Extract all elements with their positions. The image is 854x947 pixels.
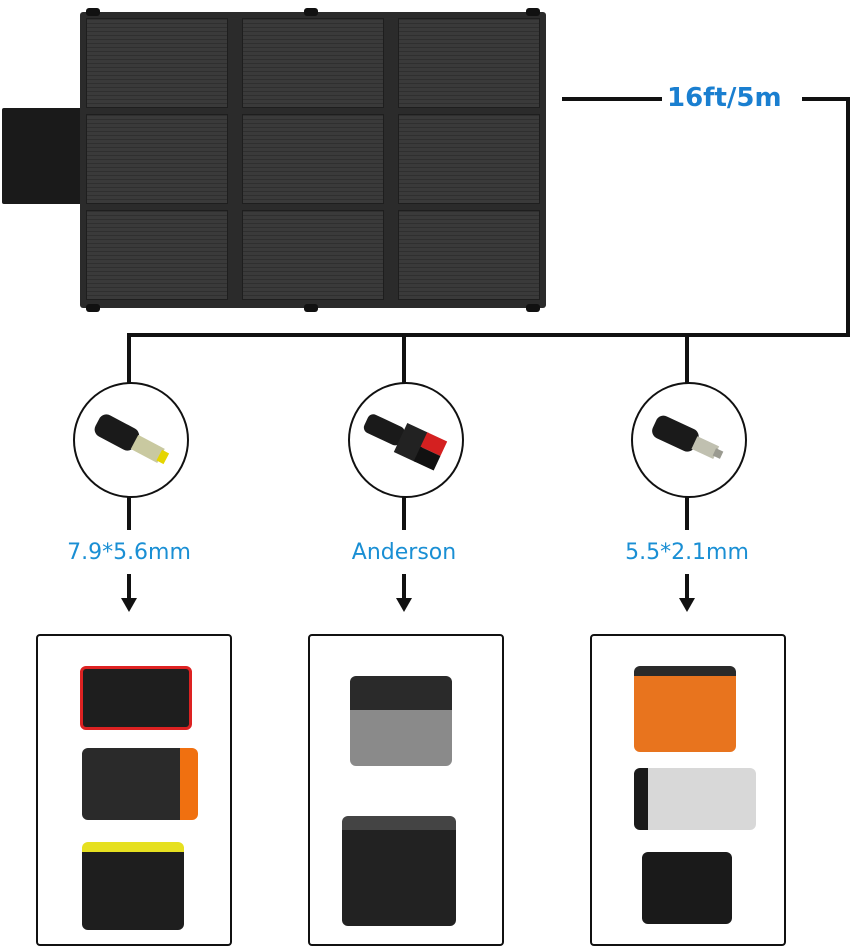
cable-drop: [402, 333, 406, 383]
cable-segment: [127, 333, 850, 337]
cable-segment: [562, 97, 662, 101]
grommet: [304, 304, 318, 312]
grommet: [86, 304, 100, 312]
connector-label-1: 7.9*5.6mm: [67, 540, 191, 565]
barrel-plug-icon: [94, 414, 170, 465]
cable-length-label: 16ft/5m: [667, 83, 782, 113]
down-arrow-icon: [679, 598, 695, 612]
junction-pouch: [2, 108, 82, 204]
connector-circle-3: [631, 382, 747, 498]
grommet: [526, 8, 540, 16]
down-arrow-icon: [121, 598, 137, 612]
solar-cell: [242, 114, 384, 204]
power-station-image: [80, 666, 192, 730]
solar-cell: [242, 210, 384, 300]
device-box-1: [36, 634, 232, 946]
cable-drop: [127, 496, 131, 530]
cable-segment: [846, 97, 850, 337]
solar-cell: [398, 18, 540, 108]
connector-circle-1: [73, 382, 189, 498]
device-box-3: [590, 634, 786, 946]
grommet: [86, 8, 100, 16]
connector-label-3: 5.5*2.1mm: [625, 540, 749, 565]
cable-drop: [685, 496, 689, 530]
connector-label-2: Anderson: [351, 540, 457, 565]
grommet: [526, 304, 540, 312]
power-station-image: [634, 768, 756, 830]
solar-cell: [242, 18, 384, 108]
solar-cell: [86, 114, 228, 204]
power-station-image: [634, 666, 736, 752]
grommet: [304, 8, 318, 16]
solar-cell: [398, 210, 540, 300]
solar-cell: [86, 18, 228, 108]
cable-drop: [685, 574, 689, 600]
device-box-2: [308, 634, 504, 946]
power-station-image: [82, 842, 184, 930]
power-station-image: [642, 852, 732, 924]
power-station-image: [350, 676, 452, 766]
solar-panel: [80, 8, 546, 312]
connector-circle-2: [348, 382, 464, 498]
power-station-image: [82, 748, 198, 820]
cable-drop: [127, 333, 131, 383]
power-station-image: [342, 816, 456, 926]
down-arrow-icon: [396, 598, 412, 612]
cable-drop: [127, 574, 131, 600]
cable-drop: [685, 333, 689, 383]
anderson-plug-icon: [363, 414, 448, 471]
cable-segment: [802, 97, 850, 101]
solar-cell: [86, 210, 228, 300]
cable-drop: [402, 496, 406, 530]
barrel-plug-icon: [652, 415, 724, 460]
solar-cell: [398, 114, 540, 204]
cable-drop: [402, 574, 406, 600]
